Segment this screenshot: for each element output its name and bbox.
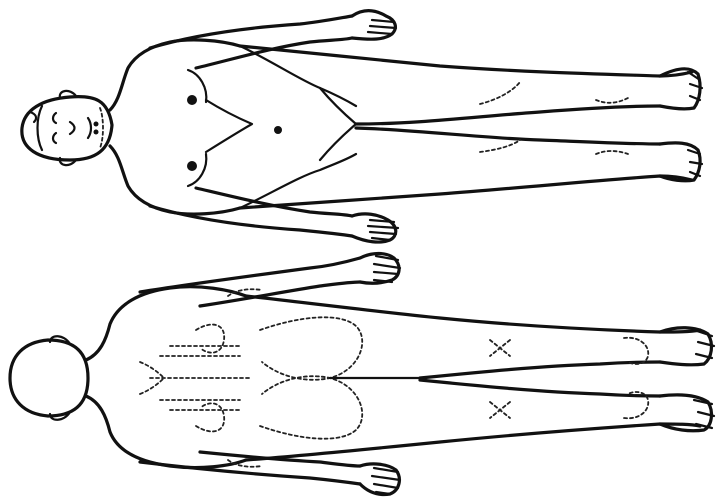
front-arm-bottom: [150, 206, 352, 236]
back-leg-top-outer: [246, 296, 700, 332]
back-arm-top-inner: [200, 282, 360, 306]
front-nose: [70, 122, 75, 134]
front-leg-bottom-inner: [356, 128, 660, 144]
front-groin-v: [320, 88, 356, 160]
back-head: [10, 340, 88, 416]
front-ankle-bottom: [596, 151, 628, 154]
back-leg-top-inner: [420, 362, 660, 378]
front-hand-top: [352, 11, 395, 39]
front-arm-top: [150, 16, 352, 48]
back-leg-bottom-outer: [246, 424, 700, 460]
front-jaw: [100, 108, 103, 148]
back-arm-bottom: [140, 462, 360, 484]
back-spine-branch-top: [140, 362, 164, 378]
back-rib-dots-bottom: [160, 400, 240, 410]
front-head: [22, 97, 112, 160]
front-navel: [274, 126, 282, 134]
front-ankle-top: [596, 98, 628, 103]
back-spine-branch-bottom: [140, 378, 164, 394]
front-leg-top-inner: [356, 106, 660, 124]
back-heel-top: [624, 338, 648, 364]
back-arm-top: [140, 258, 360, 292]
back-buttock-top: [260, 317, 362, 380]
back-torso-outline-top: [86, 287, 246, 360]
front-hair-tuft: [30, 112, 36, 122]
back-knee-bottom: [490, 402, 510, 418]
back-body-view: [10, 254, 714, 495]
front-torso-outline-bottom: [110, 146, 240, 214]
front-eye-bottom: [53, 133, 56, 143]
back-buttock-bottom: [260, 376, 362, 439]
front-leg-top-outer: [240, 46, 692, 76]
front-nipple-top: [187, 95, 197, 105]
front-knee-top: [480, 82, 520, 104]
front-nipple-bottom: [187, 161, 197, 171]
front-mouth-dot-a: [94, 122, 99, 127]
front-knee-bottom: [480, 140, 520, 152]
back-hand-top: [360, 254, 399, 284]
front-ribcage-arch: [206, 100, 252, 152]
back-scapula-top: [196, 325, 224, 353]
front-mouth: [88, 118, 91, 138]
back-leg-bottom-inner: [420, 380, 660, 396]
front-eye-top: [53, 113, 56, 123]
front-leg-bottom-outer: [240, 176, 692, 208]
back-scapula-bottom: [196, 403, 224, 431]
front-mouth-dot-b: [94, 130, 99, 135]
back-torso-outline-bottom: [86, 396, 246, 468]
front-body-view: [22, 11, 702, 242]
back-rib-dots-top: [160, 346, 240, 356]
back-knee-top: [490, 340, 510, 356]
front-torso-outline-top: [110, 40, 240, 110]
front-hairline: [38, 106, 43, 150]
